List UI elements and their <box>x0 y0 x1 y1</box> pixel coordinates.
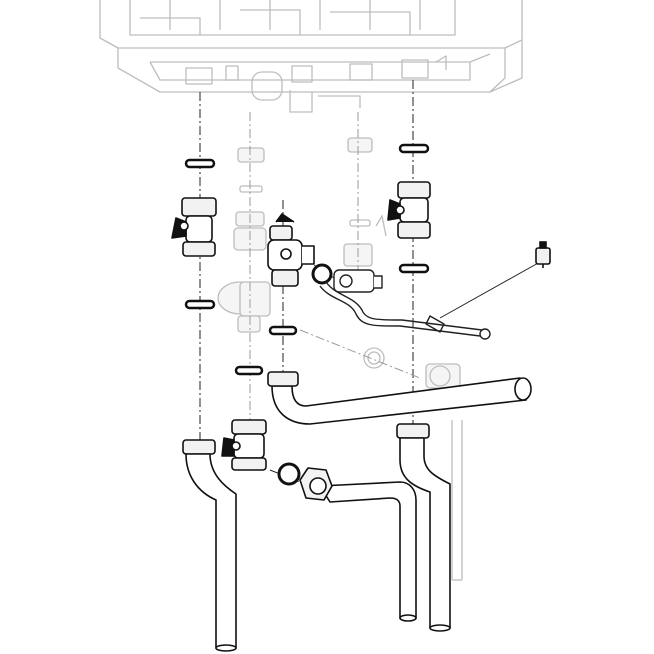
o-ring-center-2 <box>234 365 264 376</box>
pipe-center-bend <box>299 467 417 622</box>
o-ring-right-1 <box>398 143 430 154</box>
boiler-base <box>99 0 523 113</box>
o-ring-side-1 <box>311 263 333 285</box>
o-ring-left-2 <box>184 299 216 310</box>
o-ring-side-2 <box>277 462 301 486</box>
o-ring-center-1 <box>268 325 298 336</box>
pipe-right-bend <box>396 423 451 632</box>
o-rings <box>184 143 430 486</box>
valve-right-upper <box>387 181 431 239</box>
pipe-left-bend <box>182 439 237 652</box>
pipe-horizontal-long <box>267 371 532 425</box>
ghost-center-fittings <box>217 137 463 581</box>
o-ring-left-1 <box>184 158 216 169</box>
sensor-plug <box>535 241 551 268</box>
valve-center <box>267 213 315 287</box>
o-ring-right-2 <box>398 263 430 274</box>
pressure-relief-valve <box>333 269 383 293</box>
drain-hose <box>319 281 491 340</box>
valve-left-upper <box>171 197 217 257</box>
valve-lower <box>221 419 267 471</box>
